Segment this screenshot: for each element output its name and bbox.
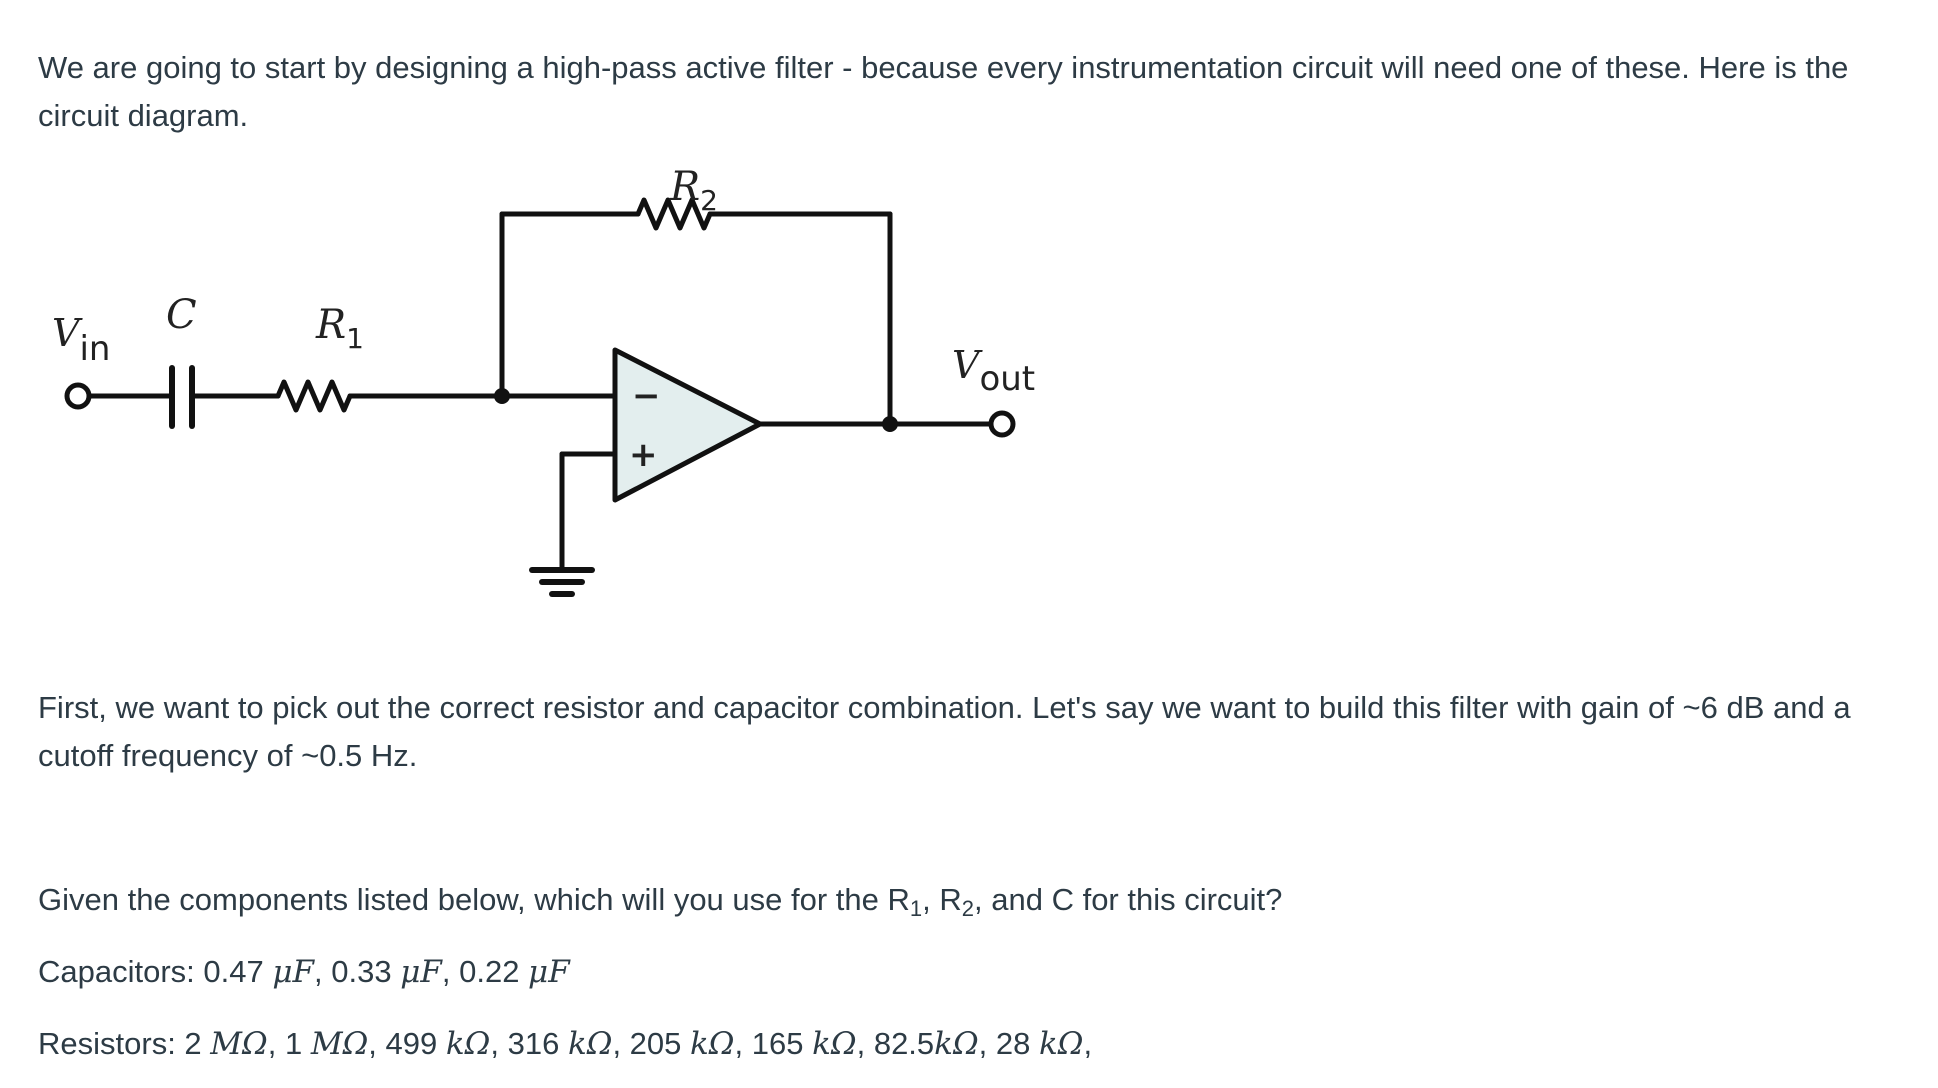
resistor-unit: MΩ (210, 1026, 268, 1062)
resistor-value: 28 (995, 1026, 1040, 1061)
question-r1-subscript: 1 (909, 896, 923, 921)
vin-terminal-icon (64, 382, 92, 410)
opamp-minus-sign: − (632, 376, 661, 416)
resistor-value: 205 (629, 1026, 691, 1061)
list-separator: , (1083, 1026, 1093, 1061)
resistor-value: 82.5 (873, 1026, 935, 1061)
label-r2: R2 (669, 164, 718, 217)
list-separator: , (441, 954, 460, 989)
junction-dot-output (882, 416, 898, 432)
resistor-unit: kΩ (690, 1026, 735, 1062)
resistor-value: 2 (184, 1026, 211, 1061)
circuit-diagram: − + C R1 R2 Vin Vout (52, 164, 1035, 597)
question-prefix: Given the components listed below, which… (38, 882, 910, 917)
list-separator: , (856, 1026, 874, 1061)
resistor-value: 1 (284, 1026, 311, 1061)
resistor-value: 499 (385, 1026, 446, 1061)
capacitor-value: 0.33 (331, 954, 401, 989)
resistor-unit: kΩ (567, 1026, 613, 1062)
capacitors-label: Capacitors: (38, 954, 204, 989)
label-r1: R1 (315, 302, 364, 355)
resistor-unit: kΩ (934, 1026, 979, 1062)
resistor-unit: kΩ (1039, 1026, 1084, 1062)
capacitor-value: 0.47 (203, 954, 273, 989)
opamp-triangle (612, 347, 763, 503)
resistor-r2 (635, 197, 713, 231)
capacitor-unit: μF (400, 954, 442, 990)
resistor-unit: kΩ (445, 1026, 491, 1062)
capacitor-unit: μF (272, 954, 315, 990)
opamp-plus-sign: + (629, 435, 658, 475)
resistors-list: Resistors: 2 MΩ, 1 MΩ, 499 kΩ, 316 kΩ, 2… (38, 1020, 1908, 1068)
resistor-value: 316 (507, 1026, 568, 1061)
list-separator: , (612, 1026, 630, 1061)
list-separator: , (734, 1026, 752, 1061)
resistor-unit: MΩ (310, 1026, 369, 1062)
list-separator: , (368, 1026, 386, 1061)
vout-terminal-icon (988, 410, 1016, 438)
list-separator: , (314, 954, 332, 989)
capacitor-value: 0.22 (459, 954, 529, 989)
question-paragraph: Given the components listed below, which… (38, 876, 1908, 924)
question-separator: , R (922, 882, 962, 917)
capacitor-unit: μF (528, 954, 570, 990)
list-separator: , (267, 1026, 285, 1061)
resistors-label: Resistors: (38, 1026, 185, 1061)
label-vout: Vout (952, 343, 1035, 399)
question-suffix: , and C for this circuit? (974, 882, 1283, 917)
list-separator: , (978, 1026, 996, 1061)
junction-dot-input (494, 388, 510, 404)
intro-paragraph: We are going to start by designing a hig… (38, 50, 1849, 133)
resistor-r1 (275, 379, 353, 413)
resistor-value: 165 (751, 1026, 813, 1061)
requirements-paragraph: First, we want to pick out the correct r… (38, 690, 1851, 773)
capacitors-list: Capacitors: 0.47 μF, 0.33 μF, 0.22 μF (38, 948, 1908, 996)
question-r2-subscript: 2 (961, 896, 975, 921)
resistor-unit: kΩ (812, 1026, 857, 1062)
list-separator: , (490, 1026, 508, 1061)
label-capacitor-c: C (166, 292, 197, 338)
label-vin: Vin (52, 311, 110, 369)
